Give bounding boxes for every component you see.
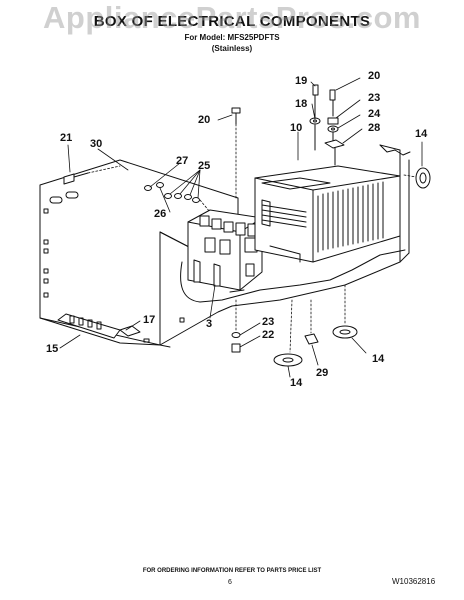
lower-hardware xyxy=(231,332,241,353)
callout-26: 26 xyxy=(154,208,167,220)
terminal-block xyxy=(57,313,141,339)
grommet-upper xyxy=(415,167,431,189)
callout-28: 28 xyxy=(368,122,381,134)
clip-29 xyxy=(304,333,319,345)
callout-23-upper: 23 xyxy=(368,92,381,104)
screw-20-left xyxy=(231,107,241,125)
callout-14-right: 14 xyxy=(372,353,385,365)
callout-15: 15 xyxy=(46,343,59,355)
diagram-title: BOX OF ELECTRICAL COMPONENTS xyxy=(93,13,371,30)
callout-24: 24 xyxy=(368,108,381,120)
leader-lines xyxy=(59,77,423,378)
washer-set xyxy=(144,182,200,203)
hardware-stack xyxy=(309,84,345,166)
callout-22: 22 xyxy=(262,329,275,341)
watermark: AppliancePartsPros.com xyxy=(43,0,421,35)
box-base xyxy=(159,144,411,348)
ordering-note: FOR ORDERING INFORMATION REFER TO PARTS … xyxy=(142,568,322,574)
page-number: 6 xyxy=(228,579,232,586)
alignment-lines xyxy=(87,123,417,353)
variant-label: (Stainless) xyxy=(211,44,253,53)
control-housing xyxy=(254,165,401,263)
callout-17: 17 xyxy=(143,314,156,326)
callout-3: 3 xyxy=(206,318,213,330)
callout-27: 27 xyxy=(176,155,189,167)
callout-23-lower: 23 xyxy=(262,316,275,328)
grommet-bottom-right xyxy=(332,325,358,339)
callout-18: 18 xyxy=(295,98,308,110)
callout-30: 30 xyxy=(90,138,103,150)
screw-21 xyxy=(63,172,89,185)
callout-21: 21 xyxy=(60,132,73,144)
callout-25: 25 xyxy=(198,160,211,172)
callout-20-left: 20 xyxy=(198,114,211,126)
grommet-bottom-left xyxy=(273,353,303,367)
contactor xyxy=(187,209,263,293)
callout-19: 19 xyxy=(295,75,308,87)
callout-14-upper: 14 xyxy=(415,128,428,140)
document-number: W10362816 xyxy=(392,577,436,586)
callout-10: 10 xyxy=(290,122,303,134)
model-line: For Model: MFS25PDFTS xyxy=(184,33,280,42)
callout-14-bottom: 14 xyxy=(290,377,303,389)
callout-20-right: 20 xyxy=(368,70,381,82)
callout-29: 29 xyxy=(316,367,329,379)
